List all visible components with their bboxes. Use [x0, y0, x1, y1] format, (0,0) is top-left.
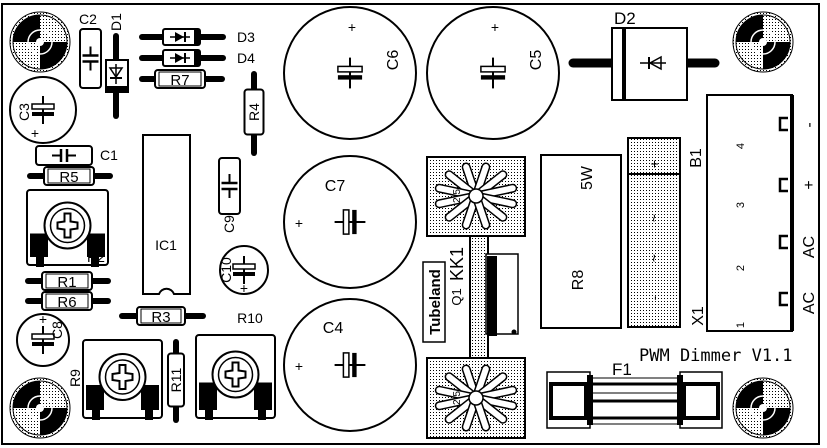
resistor-R3: R3	[119, 306, 206, 326]
capacitor-C2: C2	[79, 11, 102, 89]
label-c8: C8	[49, 321, 65, 339]
label-c9: C9	[221, 215, 237, 233]
label-r9: R9	[67, 369, 83, 387]
mounting-hole-2	[9, 377, 71, 439]
heatsink-mark-bottom: 2.5	[452, 391, 463, 405]
plus-mark-c10: +	[240, 280, 248, 296]
label-c1: C1	[100, 147, 118, 163]
label-r3: R3	[151, 309, 170, 326]
label-r7: R7	[170, 72, 189, 89]
transistor-Q1: Q1	[449, 253, 519, 336]
plus-mark-c8: +	[39, 311, 47, 327]
x1-pin-number-4: 4	[735, 143, 747, 149]
mounting-hole-3	[732, 11, 794, 73]
diode-D4: D4	[139, 49, 255, 67]
plus-mark-c5: +	[491, 19, 499, 35]
resistor-R4: R4	[243, 71, 265, 156]
label-r10: R10	[237, 310, 263, 326]
label-d1: D1	[108, 13, 124, 31]
capacitor-C1: C1	[35, 145, 118, 166]
resistor-R11: R11	[167, 339, 185, 423]
x1-pin-number-3: 3	[735, 202, 747, 208]
resistor-R5: R5	[27, 166, 113, 186]
label-q1: Q1	[449, 288, 464, 305]
plus-mark-c4: +	[295, 358, 303, 374]
resistor-R7: R7	[139, 69, 225, 89]
label-r6: R6	[57, 294, 76, 311]
plus-mark-c7: +	[295, 215, 303, 231]
label-d2: D2	[614, 9, 636, 28]
label-c3: C3	[16, 103, 32, 121]
x1-signal-label-3: +	[801, 180, 818, 189]
heatsink-mark-top: 2.5	[452, 189, 463, 203]
b1-mark-2: ~	[646, 214, 662, 222]
capacitor-C7: + C7	[283, 155, 417, 289]
b1-mark-1: +	[646, 160, 662, 168]
ic-IC1: IC1	[142, 134, 191, 295]
x1-signal-label-1: AC	[801, 292, 818, 314]
bridge-rectifier-B1: + ~ ~ - B1	[627, 137, 705, 328]
capacitor-C4: + C4	[283, 298, 417, 432]
capacitor-C8: +C8	[16, 311, 70, 367]
capacitor-C10: + C10	[218, 245, 269, 296]
label-c10: C10	[218, 257, 234, 283]
label-f1: F1	[612, 360, 632, 379]
tubeland-logo: Tubeland	[422, 261, 446, 343]
label-d3: D3	[237, 29, 255, 45]
mounting-hole-1	[9, 11, 71, 73]
diode-D1: D1	[105, 13, 129, 119]
b1-mark-4: -	[646, 295, 662, 300]
diode-D2: D2	[568, 9, 720, 101]
r8-rating-label: 5W	[579, 165, 596, 190]
trimmer-R9: R9	[67, 339, 163, 420]
label-c7: C7	[325, 178, 346, 195]
trimmer-R10: R10	[195, 310, 276, 420]
diode-D3: D3	[139, 28, 255, 46]
label-c6: C6	[385, 50, 402, 71]
x1-pin-number-2: 2	[735, 265, 747, 271]
board-title: PWM Dimmer V1.1	[639, 346, 793, 366]
x1-signal-label-2: AC	[801, 236, 818, 258]
label-c2: C2	[79, 11, 97, 27]
capacitor-C6: + C6	[283, 6, 417, 140]
tubeland-logo-text: Tubeland	[427, 269, 444, 335]
resistor-R8: 5W R8	[540, 154, 622, 329]
label-r2: R2	[87, 249, 105, 265]
label-b1: B1	[688, 148, 705, 168]
label-r1: R1	[57, 274, 76, 291]
plus-mark-c6: +	[348, 19, 356, 35]
capacitor-C5: + C5	[426, 6, 560, 140]
b1-mark-3: ~	[646, 254, 662, 262]
label-c4: C4	[323, 320, 344, 337]
resistor-R1: R1	[25, 271, 111, 291]
fuse-F1: F1	[546, 360, 723, 429]
label-x1: X1	[690, 306, 707, 326]
label-c5: C5	[528, 50, 545, 71]
label-r8: R8	[570, 270, 587, 291]
x1-pin-number-1: 1	[735, 322, 747, 328]
capacitor-C9: C9	[218, 157, 241, 233]
label-r4: R4	[246, 103, 262, 121]
label-r5: R5	[59, 169, 78, 186]
label-kk1: KK1	[447, 247, 467, 281]
label-d4: D4	[237, 50, 255, 66]
label-ic1: IC1	[155, 237, 177, 253]
label-r11: R11	[168, 367, 184, 392]
x1-signal-label-4: -	[801, 122, 818, 127]
mounting-hole-4	[732, 377, 794, 439]
plus-mark-c3: +	[31, 125, 39, 141]
resistor-R6: R6	[25, 291, 111, 311]
trimmer-R2: R2	[26, 189, 109, 267]
capacitor-C3: + C3	[9, 76, 77, 144]
